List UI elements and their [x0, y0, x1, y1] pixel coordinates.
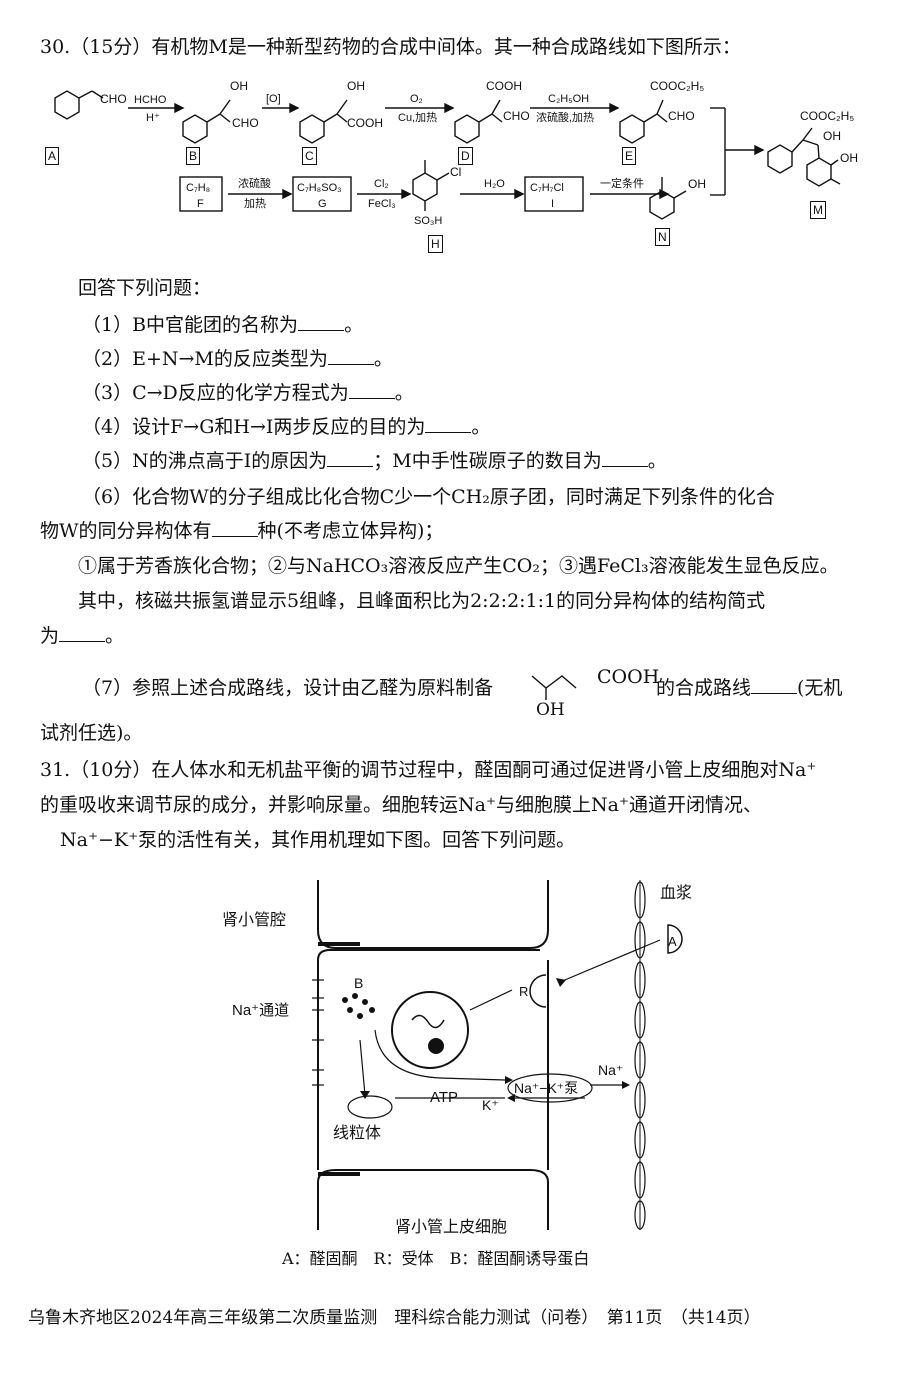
label-c: C — [302, 147, 317, 165]
q30-6b: 物W的同分异构体有种(不考虑立体异构)； — [40, 520, 444, 542]
grp-h-so3h: SO₃H — [414, 215, 442, 227]
diagram-legend: A：醛固酮 R：受体 B：醛固酮诱导蛋白 — [282, 1249, 590, 1268]
formula-g: C₇H₈SO₃ — [297, 182, 342, 194]
grp-m-oh1: OH — [823, 129, 841, 143]
cond-gh-bot: FeCl₃ — [368, 198, 396, 210]
diagram-a: A — [668, 934, 677, 949]
diagram-na: Na⁺ — [598, 1062, 623, 1078]
diagram-channel: Na⁺通道 — [232, 1002, 289, 1019]
q30-6a: （6）化合物W的分子组成比化合物C少一个CH₂原子团，同时满足下列条件的化合 — [82, 486, 775, 508]
grp-b-cho: CHO — [232, 116, 259, 130]
q30-7a: （7）参照上述合成路线，设计由乙醛为原料制备 — [82, 677, 494, 699]
grp-n-oh: OH — [688, 177, 706, 191]
diagram-r: R — [519, 984, 528, 999]
q30-3: （3）C→D反应的化学方程式为。 — [82, 382, 414, 404]
formula-f: C₇H₈ — [186, 182, 210, 194]
grp-b-oh: OH — [230, 79, 248, 93]
label-f: F — [197, 198, 204, 210]
grp-c-oh: OH — [347, 79, 365, 93]
q30-intro: 回答下列问题： — [78, 277, 212, 299]
cond-bc-top: [O] — [266, 93, 281, 105]
q30-7-oh: OH — [536, 700, 565, 720]
diagram-cell: 肾小管上皮细胞 — [395, 1218, 507, 1236]
q30-6e: 其中，核磁共振氢谱显示5组峰，且峰面积比为2:2:2:1:1的同分异构体的结构简… — [78, 590, 766, 612]
cond-gh-top: Cl₂ — [374, 178, 389, 190]
cell-diagram: 肾小管腔 血浆 A R B Na⁺通道 ATP Na⁺−K⁺泵 Na⁺ K⁺ 线… — [222, 880, 692, 1236]
cond-ab-bot: H⁺ — [146, 112, 160, 124]
cond-de-bot: 浓硫酸,加热 — [536, 110, 594, 124]
q30-4: （4）设计F→G和H→I两步反应的目的为。 — [82, 416, 491, 438]
cond-cd-bot: Cu,加热 — [398, 111, 437, 124]
grp-d-cho: CHO — [503, 109, 530, 123]
q31-line2: 的重吸收来调节尿的成分，并影响尿量。细胞转运Na⁺与细胞膜上Na⁺通道开闭情况、 — [40, 794, 762, 816]
grp-e-cho: CHO — [668, 109, 695, 123]
label-m: M — [810, 201, 826, 219]
q30-6d: ①属于芳香族化合物；②与NaHCO₃溶液反应产生CO₂；③遇FeCl₃溶液能发生… — [78, 555, 839, 577]
grp-m-ester: COOC₂H₅ — [800, 109, 854, 123]
label-h: H — [428, 235, 443, 253]
cond-de-top: C₂H₅OH — [548, 93, 589, 105]
cond-fg-top: 浓硫酸 — [238, 176, 271, 190]
label-e: E — [622, 147, 637, 165]
cond-in-top: 一定条件 — [600, 176, 644, 190]
q31-line3: Na⁺−K⁺泵的活性有关，其作用机理如下图。回答下列问题。 — [60, 829, 576, 851]
label-i: I — [551, 198, 554, 210]
formula-i: C₇H₇Cl — [530, 182, 564, 194]
grp-h-cl: Cl — [450, 165, 461, 179]
label-d: D — [458, 147, 473, 165]
q30-2: （2）E+N→M的反应类型为。 — [82, 348, 393, 370]
diagram-atp: ATP — [430, 1089, 458, 1106]
label-n: N — [655, 228, 670, 246]
q30-1: （1）B中官能团的名称为。 — [82, 314, 364, 336]
grp-c-cooh: COOH — [347, 116, 383, 130]
q31-line1: 31.（10分）在人体水和无机盐平衡的调节过程中，醛固酮可通过促进肾小管上皮细胞… — [40, 759, 817, 781]
cond-hi-top: H₂O — [484, 178, 505, 190]
grp-e-ester: COOC₂H₅ — [650, 79, 704, 93]
cond-cd-top: O₂ — [410, 93, 423, 105]
grp-a: CHO — [100, 92, 127, 106]
q30-7-cooh: COOH — [597, 666, 660, 688]
synthesis-scheme: CHO HCHO H⁺ OH CHO [O] OH COOH O₂ Cu,加热 … — [54, 79, 858, 227]
diagram-b: B — [354, 975, 363, 991]
q30-7d: 试剂任选)。 — [40, 722, 143, 744]
cond-ab-top: HCHO — [134, 94, 167, 106]
diagram-k: K⁺ — [482, 1097, 499, 1113]
diagram-plasma: 血浆 — [660, 884, 692, 902]
q30-header: 30.（15分）有机物M是一种新型药物的合成中间体。其一种合成路线如下图所示： — [40, 36, 741, 58]
diagram-pump: Na⁺−K⁺泵 — [514, 1080, 578, 1096]
q30-7b: 的合成路线(无机 — [656, 677, 843, 699]
diagram-mito: 线粒体 — [333, 1124, 381, 1142]
diagram-lumen: 肾小管腔 — [222, 911, 286, 929]
target-molecule — [531, 675, 577, 700]
grp-m-oh2: OH — [840, 151, 858, 165]
q30-5: （5）N的沸点高于I的原因为；M中手性碳原子的数目为。 — [82, 450, 667, 472]
label-b: B — [186, 147, 201, 165]
page-footer: 乌鲁木齐地区2024年高三年级第二次质量监测 理科综合能力测试（问卷） 第11页… — [28, 1308, 761, 1328]
cond-fg-bot: 加热 — [244, 197, 266, 210]
q30-6f: 为。 — [40, 625, 125, 647]
grp-d-cooh: COOH — [486, 79, 522, 93]
label-a: A — [45, 147, 60, 165]
label-g: G — [318, 198, 327, 210]
